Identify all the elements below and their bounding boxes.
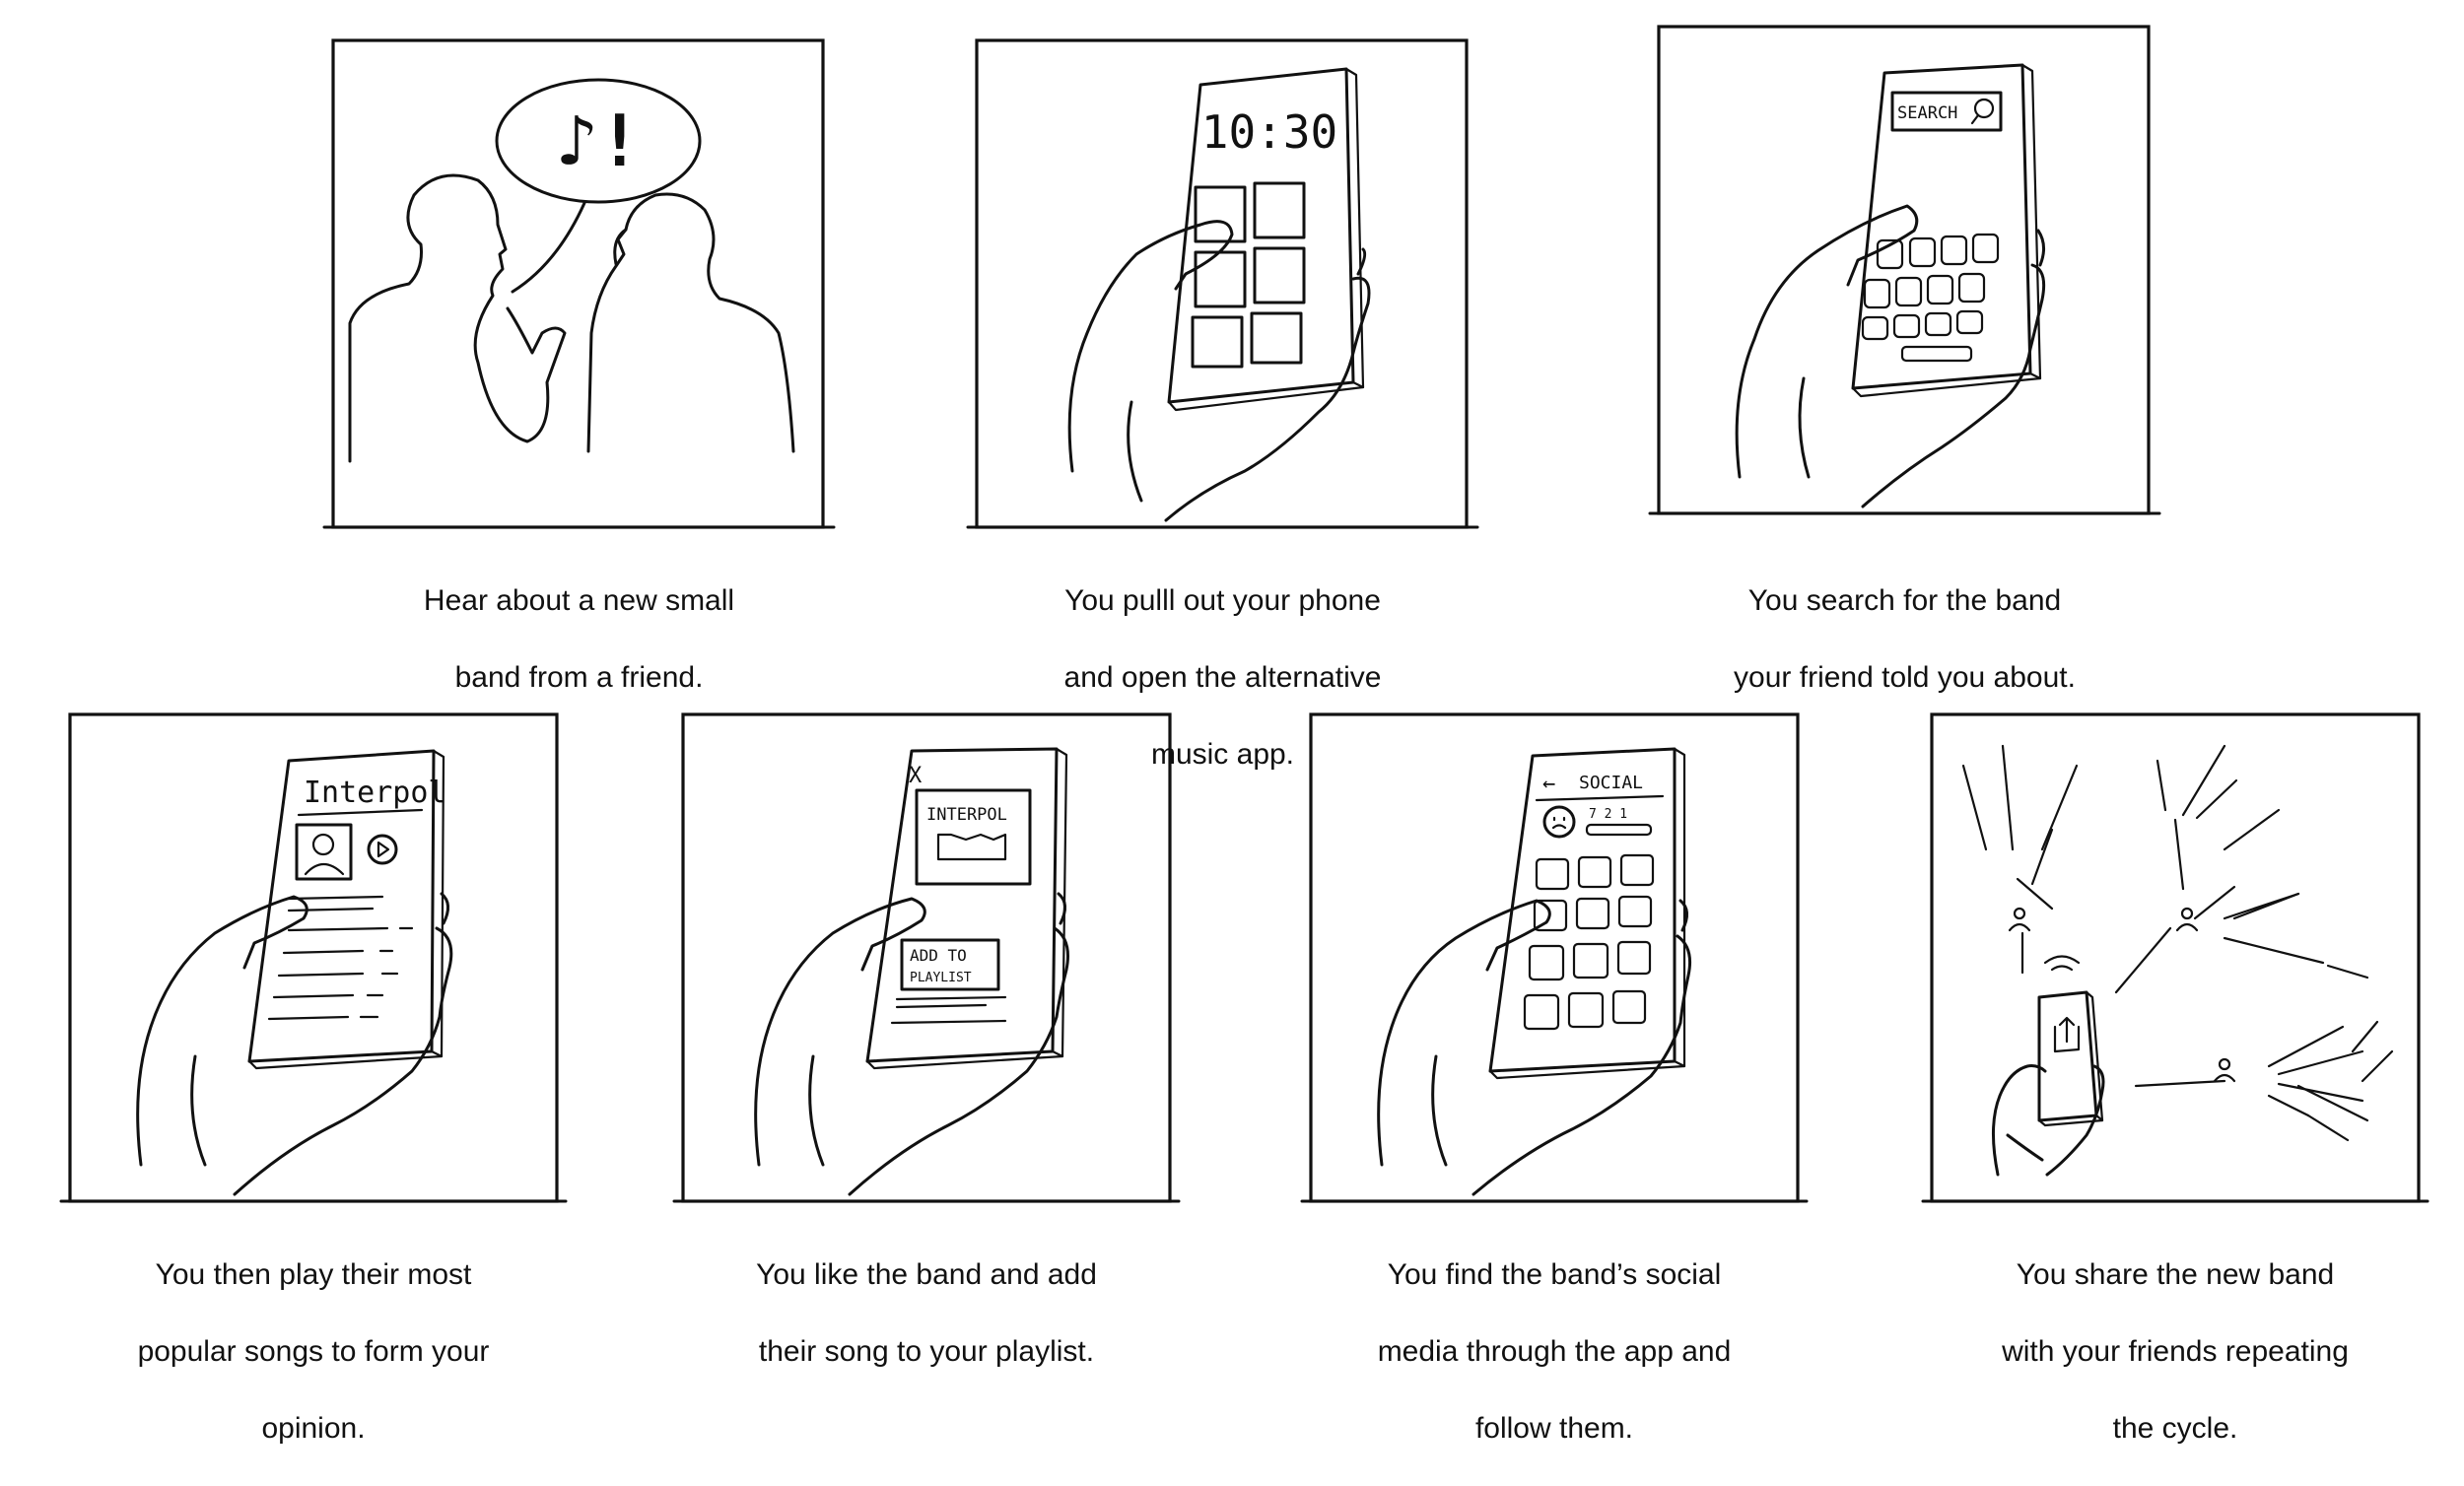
phone — [2037, 990, 2098, 1122]
phone — [865, 747, 1059, 1063]
panel-7-caption: You share the new band with your friends… — [2002, 1258, 2349, 1445]
panel-1-caption: Hear about a new small band from a frien… — [423, 584, 735, 694]
back-arrow-icon: ← — [1542, 772, 1555, 796]
panel-1-sketch: ♪! — [322, 38, 836, 529]
svg-text:SOCIAL: SOCIAL — [1579, 773, 1643, 793]
friend-icons — [2008, 907, 2236, 1083]
panel-2-caption: You pulll out your phone and open the al… — [1063, 584, 1382, 771]
clock-display: 10:30 — [1201, 105, 1337, 159]
social-grid — [1523, 853, 1655, 1031]
close-icon: X — [909, 764, 923, 788]
album-art — [295, 823, 353, 881]
panel-2: 10:30 You pulll out your phone and open … — [966, 37, 1479, 771]
profile-avatar-icon — [1542, 805, 1576, 839]
panel-3: SEARCH You search for the band your frie… — [1648, 24, 2161, 694]
panel-4-sketch: Interpol — [59, 712, 568, 1203]
panel-5: X INTERPOL ADD TO PLAYLIST You like the … — [672, 711, 1181, 1368]
panel-5-caption: You like the band and add their song to … — [756, 1258, 1097, 1368]
panel-1: ♪! Hear about a new small band from a fr… — [322, 37, 836, 694]
play-icon — [367, 834, 398, 865]
panel-7: You share the new band with your friends… — [1921, 711, 2430, 1445]
keyboard — [1861, 233, 2000, 363]
share-icon — [2053, 1016, 2081, 1053]
svg-text:SEARCH: SEARCH — [1897, 103, 1957, 123]
speech-bubble — [495, 78, 702, 204]
panel-6: ← SOCIAL 7 2 1 You find the band’s socia… — [1300, 711, 1809, 1445]
search-field — [1890, 91, 2003, 132]
panel-2-sketch: 10:30 — [966, 38, 1479, 529]
music-note-icon: ♪! — [556, 100, 642, 182]
svg-text:PLAYLIST: PLAYLIST — [910, 971, 972, 985]
panel-7-sketch — [1921, 712, 2430, 1203]
search-icon — [1973, 98, 1995, 119]
svg-text:ADD TO: ADD TO — [910, 946, 967, 965]
panel-3-sketch: SEARCH — [1648, 25, 2161, 515]
panel-3-caption: You search for the band your friend told… — [1734, 584, 2076, 694]
panel-5-sketch: X INTERPOL ADD TO PLAYLIST — [672, 712, 1181, 1203]
song-list — [267, 895, 414, 1021]
svg-text:Interpol: Interpol — [304, 776, 446, 810]
svg-text:INTERPOL: INTERPOL — [926, 805, 1007, 825]
app-grid — [1191, 181, 1306, 369]
share-network — [1961, 744, 2394, 1142]
svg-text:7 2 1: 7 2 1 — [1589, 807, 1627, 822]
panel-6-caption: You find the band’s social media through… — [1377, 1258, 1732, 1445]
add-to-playlist-button — [900, 938, 1000, 991]
panel-6-sketch: ← SOCIAL 7 2 1 — [1300, 712, 1809, 1203]
panel-4-caption: You then play their most popular songs t… — [137, 1258, 490, 1445]
panel-4: Interpol You then play their most popula… — [59, 711, 568, 1445]
album-card — [915, 788, 1032, 886]
